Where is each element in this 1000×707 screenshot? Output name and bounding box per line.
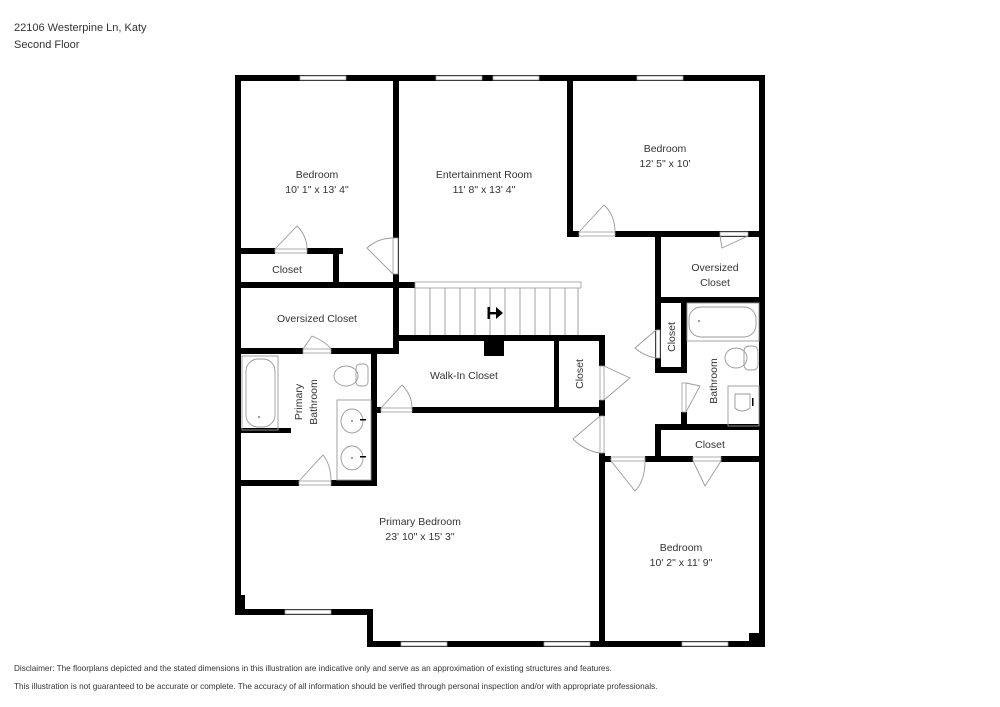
windows <box>284 75 729 647</box>
toilet-e-icon <box>724 345 759 371</box>
room-name-oversized-closet-e-2: Closet <box>700 277 730 289</box>
room-dims-bedroom-ne: 12' 5" x 10' <box>640 158 691 170</box>
sink-e-icon <box>727 385 760 427</box>
stair-direction-arrow-icon <box>487 307 503 319</box>
room-name-primary-bath-2: Bathroom <box>308 379 320 425</box>
toilet-icon <box>333 363 369 387</box>
room-name-bedroom-ne: Bedroom <box>644 143 687 155</box>
floor-label: Second Floor <box>14 39 80 51</box>
room-name-walk-in-closet: Walk-In Closet <box>430 370 498 382</box>
room-name-primary-bath-1: Primary <box>293 383 305 420</box>
room-name-closet-mid: Closet <box>574 359 586 389</box>
room-dims-entertainment: 11' 8" x 13' 4" <box>453 184 516 196</box>
property-address: 22106 Westerpine Ln, Katy <box>14 22 147 34</box>
room-dims-primary-bedroom: 23' 10" x 15' 3" <box>385 531 455 543</box>
room-dims-bedroom-nw: 10' 1" x 13' 4" <box>285 184 349 196</box>
room-name-bedroom-nw: Bedroom <box>296 169 339 181</box>
disclaimer-line-2: This illustration is not guaranteed to b… <box>14 682 658 691</box>
bathtub-e-icon <box>686 302 760 342</box>
room-name-closet-se: Closet <box>695 439 725 451</box>
doors <box>274 204 749 492</box>
room-name-oversized-closet-w: Oversized Closet <box>277 313 357 325</box>
room-name-primary-bedroom: Primary Bedroom <box>379 516 461 528</box>
room-name-closet-nw: Closet <box>272 264 302 276</box>
room-name-bedroom-se: Bedroom <box>660 542 703 554</box>
interior-walls <box>235 75 765 647</box>
room-name-oversized-closet-e-1: Oversized <box>691 262 738 274</box>
disclaimer-line-1: Disclaimer: The floorplans depicted and … <box>14 664 612 673</box>
room-dims-bedroom-se: 10' 2" x 11' 9" <box>650 557 713 569</box>
room-name-bathroom-e: Bathroom <box>708 358 720 404</box>
double-vanity-icon <box>336 399 372 481</box>
room-name-closet-hall: Closet <box>666 322 678 352</box>
bathtub-icon <box>241 355 279 431</box>
room-name-entertainment: Entertainment Room <box>436 169 533 181</box>
staircase <box>414 281 582 335</box>
